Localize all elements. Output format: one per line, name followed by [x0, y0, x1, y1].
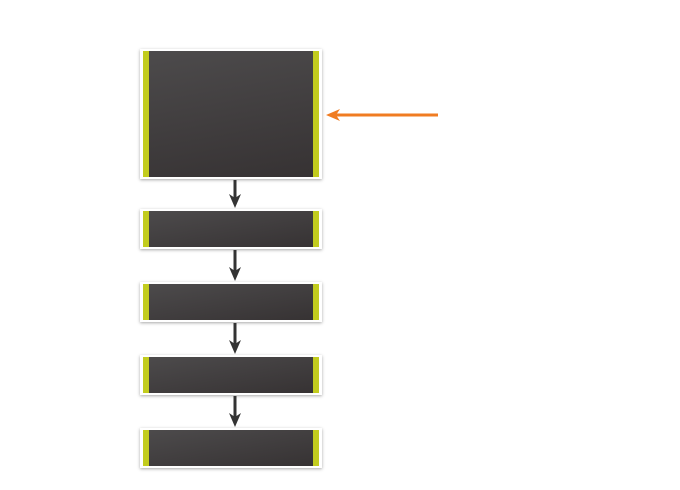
flow-step-1 [140, 49, 322, 179]
arrow-2-3 [229, 250, 241, 281]
accent-bar-left [143, 284, 149, 320]
arrow-4-5 [229, 396, 241, 427]
accent-bar-right [313, 430, 319, 466]
accent-bar-right [313, 284, 319, 320]
flow-step-5 [140, 428, 322, 468]
accent-bar-left [143, 211, 149, 247]
arrow-1-2 [229, 180, 241, 208]
accent-bar-right [313, 211, 319, 247]
flow-step-2 [140, 209, 322, 249]
accent-bar-right [313, 357, 319, 393]
pointer-arrow [326, 109, 438, 121]
arrow-3-4 [229, 323, 241, 354]
flow-step-3 [140, 282, 322, 322]
accent-bar-right [313, 51, 319, 177]
accent-bar-left [143, 430, 149, 466]
accent-bar-left [143, 51, 149, 177]
flow-step-4 [140, 355, 322, 395]
accent-bar-left [143, 357, 149, 393]
